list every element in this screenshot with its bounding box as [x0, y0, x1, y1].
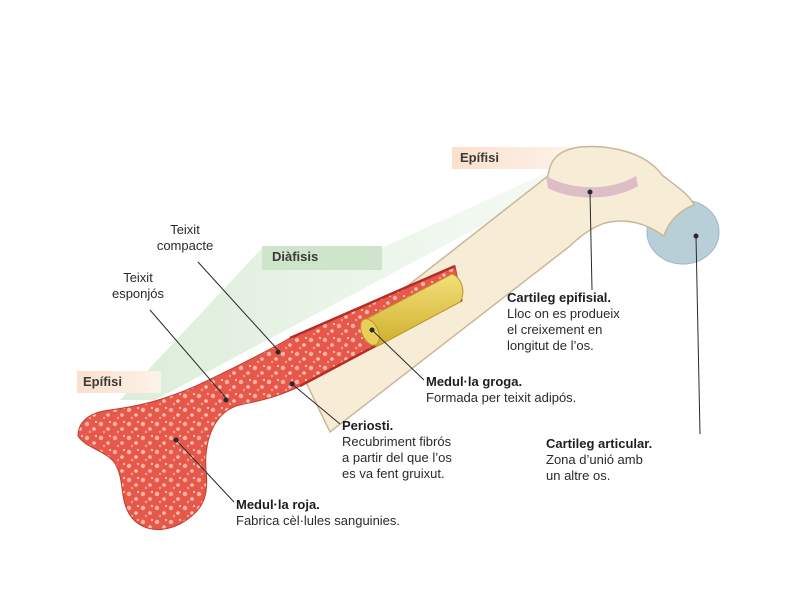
cartileg-epifisial-line3: longitut de l’os. — [507, 338, 620, 354]
medula-roja-title: Medul·la roja. — [236, 497, 400, 513]
pointer-cartileg-articular — [696, 236, 700, 434]
cartileg-epifisial-title: Cartileg epifisial. — [507, 290, 620, 306]
label-cartileg-epifisial: Cartileg epifisial. Lloc on es produeix … — [507, 290, 620, 354]
medula-groga-title: Medul·la groga. — [426, 374, 576, 390]
dot-articular — [694, 234, 699, 239]
teixit-compacte-line2: compacte — [142, 238, 228, 254]
medula-groga-line1: Formada per teixit adipós. — [426, 390, 576, 406]
dot-compacte — [276, 350, 281, 355]
periosti-title: Periosti. — [342, 418, 452, 434]
cartileg-epifisial-line2: el creixement en — [507, 322, 620, 338]
label-periosti: Periosti. Recubriment fibrós a partir de… — [342, 418, 452, 482]
label-medula-roja: Medul·la roja. Fabrica cèl·lules sanguin… — [236, 497, 400, 529]
cartileg-articular-line1: Zona d’unió amb — [546, 452, 652, 468]
periosti-line3: es va fent gruixut. — [342, 466, 452, 482]
label-teixit-esponjos: Teixit esponjós — [98, 270, 178, 302]
teixit-compacte-line1: Teixit — [142, 222, 228, 238]
teixit-esponjos-line2: esponjós — [98, 286, 178, 302]
tag-epifisi-top: Epífisi — [460, 150, 499, 165]
label-medula-groga: Medul·la groga. Formada per teixit adipó… — [426, 374, 576, 406]
cartileg-articular-line2: un altre os. — [546, 468, 652, 484]
cartileg-articular-title: Cartileg articular. — [546, 436, 652, 452]
medula-roja-line1: Fabrica cèl·lules sanguinies. — [236, 513, 400, 529]
label-teixit-compacte: Teixit compacte — [142, 222, 228, 254]
dot-roja — [174, 438, 179, 443]
dot-groga — [370, 328, 375, 333]
dot-periosti — [290, 382, 295, 387]
periosti-line2: a partir del que l’os — [342, 450, 452, 466]
teixit-esponjos-line1: Teixit — [98, 270, 178, 286]
tag-epifisi-bottom: Epífisi — [83, 374, 122, 389]
periosti-line1: Recubriment fibrós — [342, 434, 452, 450]
cartileg-epifisial-line1: Lloc on es produeix — [507, 306, 620, 322]
dot-epifisial — [588, 190, 593, 195]
label-cartileg-articular: Cartileg articular. Zona d’unió amb un a… — [546, 436, 652, 484]
dot-esponjos — [224, 398, 229, 403]
tag-diafisi: Diàfisis — [272, 249, 318, 264]
